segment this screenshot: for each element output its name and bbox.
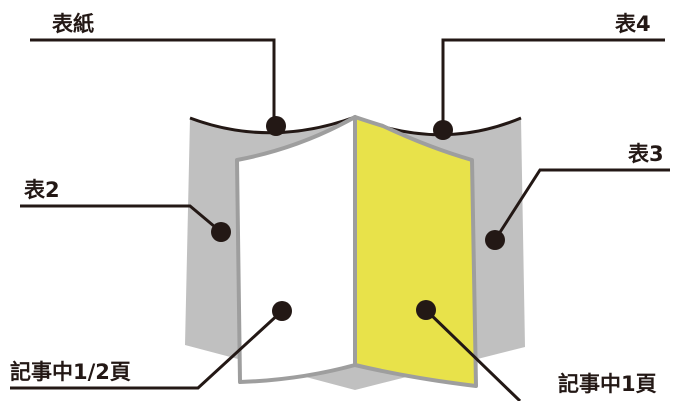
half-page-article-page — [235, 115, 357, 384]
full-page-article-page — [353, 115, 478, 388]
cover4-leader-line — [441, 38, 665, 128]
cover2-leader-line — [20, 204, 222, 234]
label-cover4: 表4 — [615, 12, 651, 36]
half-page-dot — [272, 301, 292, 321]
full-page-dot — [416, 300, 436, 320]
full-page-leader-line — [424, 308, 522, 401]
label-cover: 表紙 — [52, 12, 94, 36]
label-cover3: 表3 — [628, 142, 664, 166]
cover2-dot — [211, 222, 231, 242]
cover-dot — [266, 116, 286, 136]
label-article-full-page: 記事中1頁 — [558, 372, 657, 396]
label-cover2: 表2 — [24, 178, 60, 202]
cover4-dot — [433, 120, 453, 140]
cover3-leader-line — [493, 168, 670, 241]
cover-leader-line — [30, 38, 276, 124]
label-article-half-page: 記事中1/2頁 — [10, 360, 131, 384]
cover3-dot — [485, 230, 505, 250]
half-page-leader-line — [10, 309, 284, 390]
